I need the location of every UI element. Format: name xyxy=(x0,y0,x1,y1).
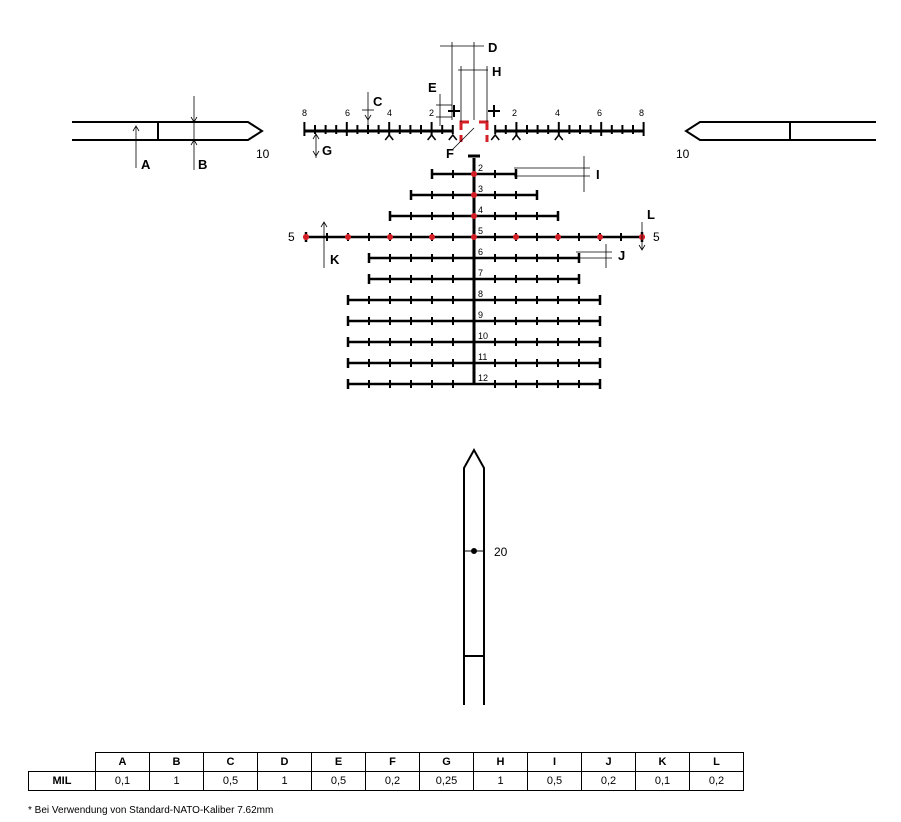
right-post xyxy=(684,121,876,141)
table-cell: 1 xyxy=(257,771,312,791)
side-bar-label-left: 5 xyxy=(288,230,295,244)
table-cell: 0,25 xyxy=(419,771,474,791)
holdover-label: 4 xyxy=(478,205,483,215)
chevron-mark xyxy=(384,133,394,141)
horizontal-ticks xyxy=(303,122,645,136)
center-aim-box xyxy=(459,120,489,142)
table-row-label: MIL xyxy=(28,771,96,791)
holdover-label: 11 xyxy=(478,352,487,362)
table-header: C xyxy=(203,752,258,772)
dim-label-k: K xyxy=(330,252,340,267)
dim-label-a: A xyxy=(141,157,151,172)
dimension-letters: A B C D E F G H I J K L xyxy=(141,40,655,267)
red-dot xyxy=(429,234,435,240)
table-cell: 0,5 xyxy=(203,771,258,791)
dim-label-l: L xyxy=(647,207,655,222)
red-dot xyxy=(471,213,477,219)
holdover-label: 12 xyxy=(478,373,488,383)
table-cell: 0,2 xyxy=(581,771,636,791)
right-post-label: 10 xyxy=(676,147,690,161)
table-header: I xyxy=(527,752,582,772)
dim-label-c: C xyxy=(373,94,383,109)
dim-label-f: F xyxy=(446,146,454,161)
red-dot xyxy=(471,171,477,177)
holdover-label: 2 xyxy=(478,163,483,173)
table-corner xyxy=(29,753,96,772)
scale-label: 2 xyxy=(429,108,434,118)
side-bar-label-right: 5 xyxy=(653,230,660,244)
scale-label: 2 xyxy=(512,108,517,118)
dim-label-e: E xyxy=(428,80,437,95)
table-header: B xyxy=(149,752,204,772)
table-cell: 0,5 xyxy=(311,771,366,791)
table-cell: 0,2 xyxy=(689,771,744,791)
chevron-markers xyxy=(384,133,564,141)
holdover-label: 7 xyxy=(478,268,483,278)
table-cell: 0,5 xyxy=(527,771,582,791)
holdover-label: 5 xyxy=(478,226,483,236)
table-header-row: A B C D E F G H I J K L xyxy=(29,752,744,772)
red-dot xyxy=(597,234,603,240)
holdover-label: 9 xyxy=(478,310,483,320)
table-header: A xyxy=(95,752,150,772)
plus-markers xyxy=(448,105,500,117)
scale-label: 8 xyxy=(302,108,307,118)
table-row: MIL 0,1 1 0,5 1 0,5 0,2 0,25 1 0,5 0,2 0… xyxy=(28,771,744,791)
dim-label-d: D xyxy=(488,40,497,55)
chevron-mark xyxy=(427,133,437,141)
left-post-label: 10 xyxy=(256,147,270,161)
table-header: L xyxy=(689,752,744,772)
table-header: E xyxy=(311,752,366,772)
table-cell: 0,2 xyxy=(365,771,420,791)
dim-label-b: B xyxy=(198,157,207,172)
footnote: * Bei Verwendung von Standard-NATO-Kalib… xyxy=(28,805,274,816)
scale-label: 4 xyxy=(555,108,560,118)
chevron-mark xyxy=(490,133,500,141)
table-cell: 1 xyxy=(473,771,528,791)
table-header: F xyxy=(365,752,420,772)
red-dot xyxy=(303,234,309,240)
reticle-diagram: 10 10 20 8 6 4 2 2 4 6 8 2 3 4 5 6 xyxy=(72,40,876,705)
holdover-label: 10 xyxy=(478,331,488,341)
scale-label: 6 xyxy=(345,108,350,118)
red-dot xyxy=(513,234,519,240)
holdover-label: 6 xyxy=(478,247,483,257)
holdover-labels: 2 3 4 5 6 7 8 9 10 11 12 xyxy=(478,163,488,383)
chevron-mark xyxy=(448,133,458,141)
table-header: K xyxy=(635,752,690,772)
table-cell: 0,1 xyxy=(95,771,150,791)
table-header: G xyxy=(419,752,474,772)
red-dot xyxy=(387,234,393,240)
dim-label-g: G xyxy=(322,143,332,158)
chevron-mark xyxy=(511,133,521,141)
scale-label: 6 xyxy=(597,108,602,118)
spec-table: A B C D E F G H I J K L MIL 0,1 1 0,5 1 … xyxy=(28,752,744,791)
dim-label-j: J xyxy=(618,248,625,263)
holdover-label: 3 xyxy=(478,184,483,194)
dimension-lines xyxy=(132,42,646,268)
scale-label: 4 xyxy=(387,108,392,118)
holdover-bars xyxy=(303,169,645,389)
table-header: J xyxy=(581,752,636,772)
horizontal-scale-labels: 8 6 4 2 2 4 6 8 xyxy=(302,108,644,118)
chevron-mark xyxy=(554,133,564,141)
left-post xyxy=(72,121,264,141)
holdover-label: 8 xyxy=(478,289,483,299)
dim-label-i: I xyxy=(596,167,600,182)
table-header: H xyxy=(473,752,528,772)
dim-label-h: H xyxy=(492,64,501,79)
bottom-post-label: 20 xyxy=(494,545,508,559)
red-dot xyxy=(345,234,351,240)
red-dot xyxy=(471,192,477,198)
table-cell: 0,1 xyxy=(635,771,690,791)
scale-label: 8 xyxy=(639,108,644,118)
red-dot xyxy=(471,234,477,240)
table-cell: 1 xyxy=(149,771,204,791)
bottom-post xyxy=(463,447,485,705)
red-dot xyxy=(555,234,561,240)
table-header: D xyxy=(257,752,312,772)
